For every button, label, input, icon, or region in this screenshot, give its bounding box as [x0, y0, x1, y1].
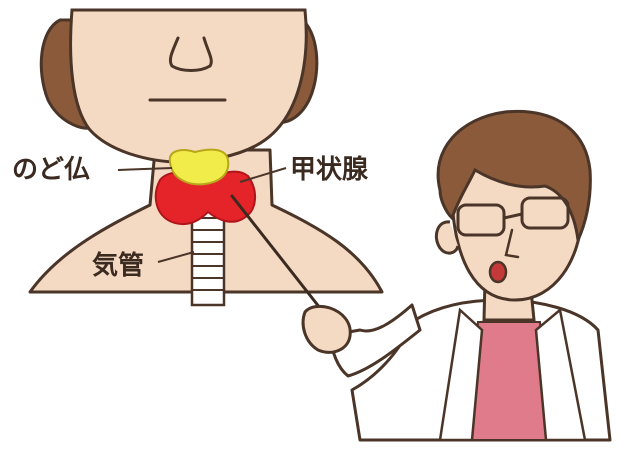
patient-face	[69, 8, 308, 164]
label-adams-apple: のど仏	[12, 155, 90, 185]
doctor-hand	[301, 304, 352, 354]
doctor-lapel-left	[438, 307, 484, 442]
patient-illustration	[28, 8, 384, 307]
pointer-stick	[230, 194, 322, 310]
adams-apple	[168, 148, 230, 186]
doctor-hair	[436, 109, 592, 246]
glasses-icon	[456, 196, 570, 237]
leader-line-trachea	[157, 251, 195, 263]
label-thyroid: 甲状腺	[290, 155, 369, 185]
trachea	[190, 203, 226, 307]
leader-line-adams-apple	[117, 167, 173, 171]
doctor-ear	[434, 220, 460, 255]
doctor-illustration	[301, 109, 612, 442]
doctor-arm	[330, 303, 422, 378]
patient-nose	[168, 36, 213, 72]
doctor-nose	[504, 228, 520, 259]
doctor-lapel-right	[534, 307, 587, 442]
leader-line-thyroid	[239, 167, 287, 183]
label-trachea: 気管	[92, 250, 144, 281]
doctor-mouth	[488, 260, 508, 284]
